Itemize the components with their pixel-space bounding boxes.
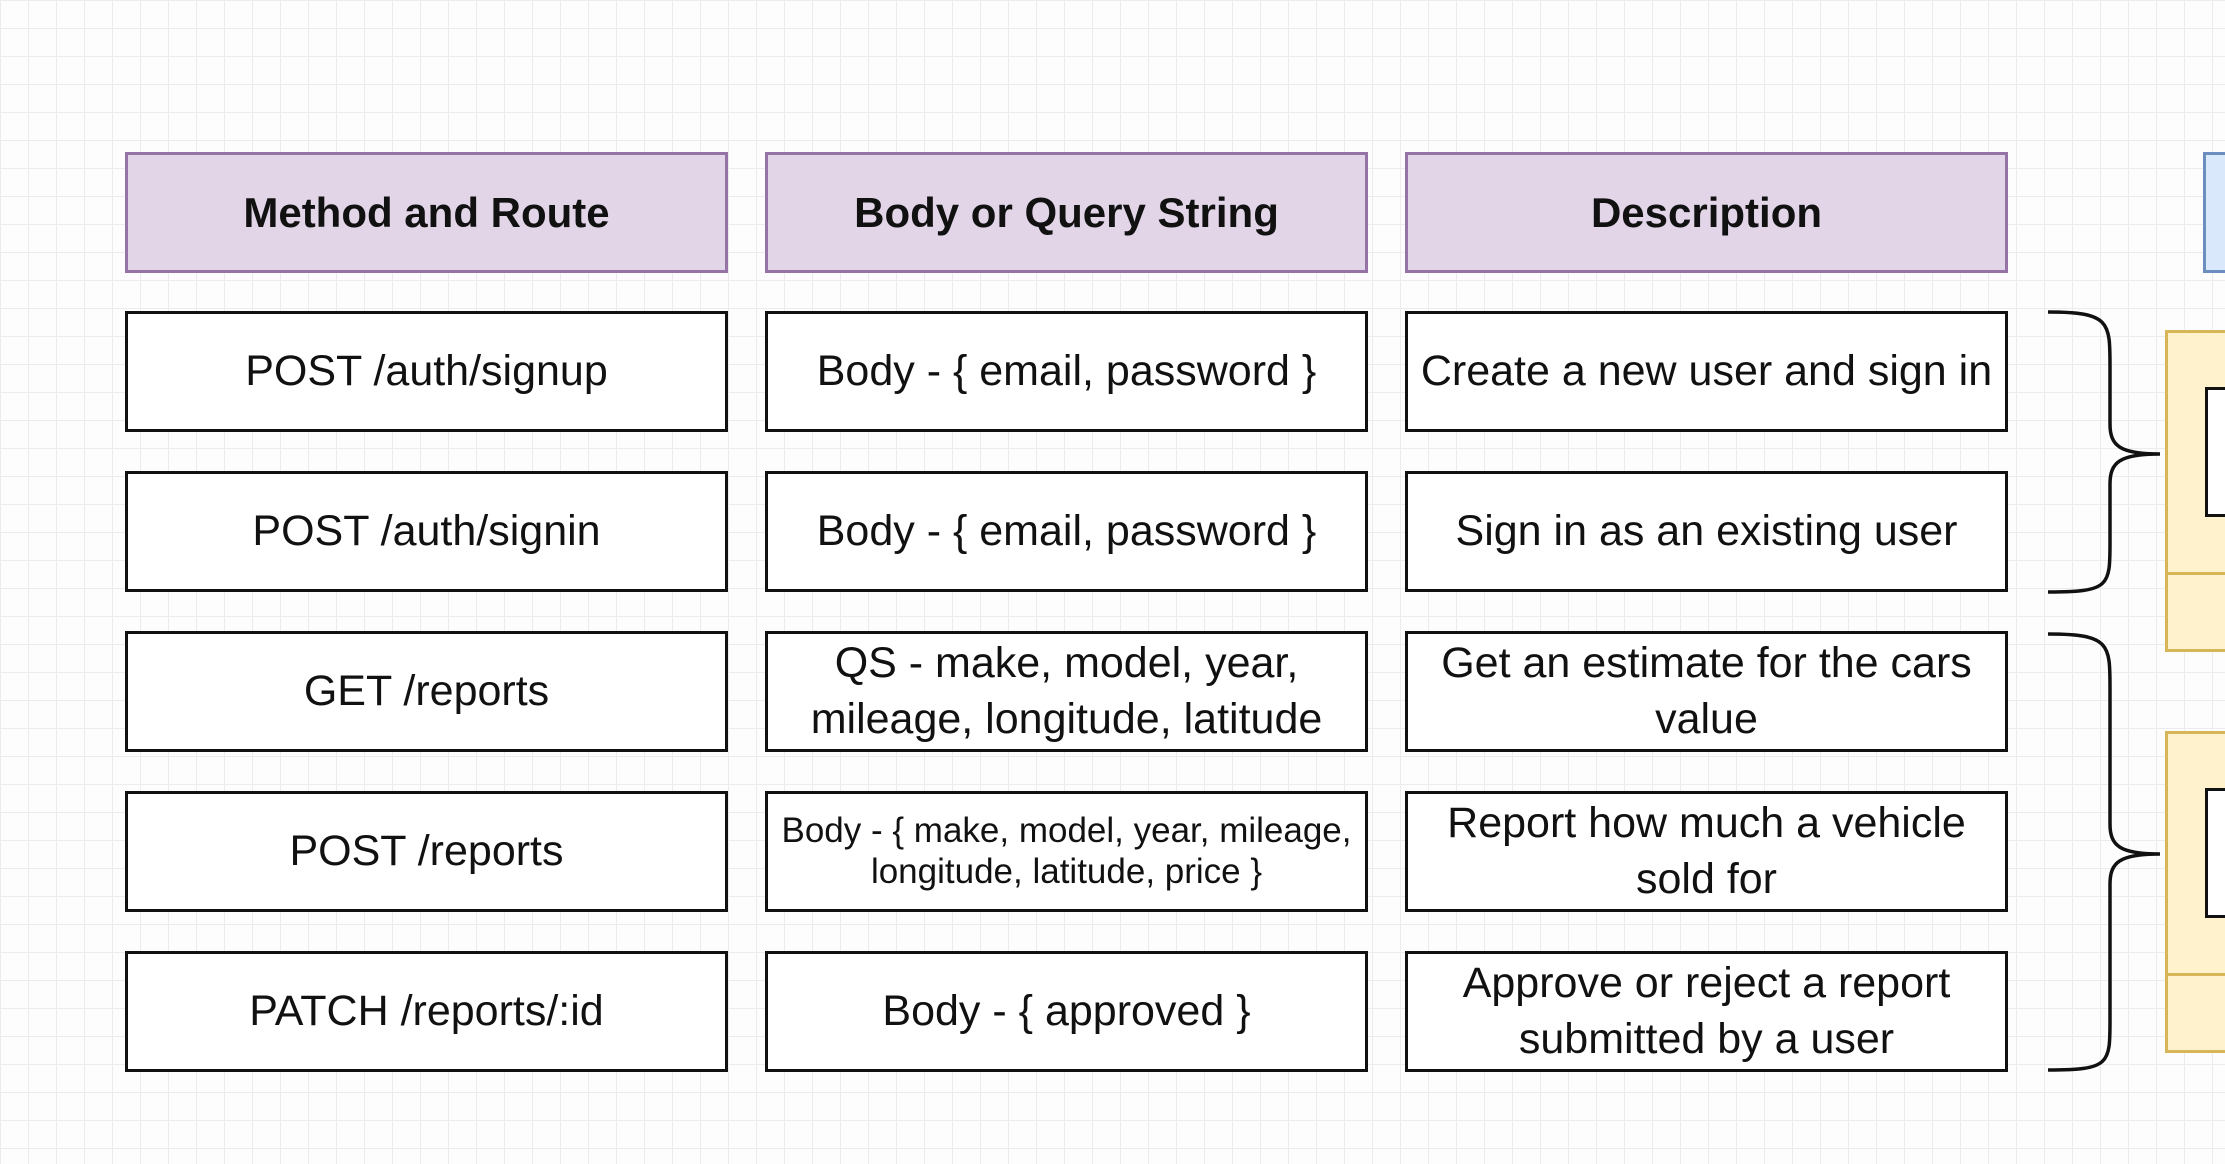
description-cell: Create a new user and sign in [1405, 311, 2008, 432]
side-panel-box [2205, 387, 2225, 517]
body-cell: Body - { approved } [765, 951, 1368, 1072]
body-cell: Body - { email, password } [765, 311, 1368, 432]
description-cell: Get an estimate for the cars value [1405, 631, 2008, 752]
body-cell: Body - { email, password } [765, 471, 1368, 592]
query-string-cell: QS - make, model, year, mileage, longitu… [765, 631, 1368, 752]
auth-group-brace [2047, 310, 2161, 594]
route-cell: GET /reports [125, 631, 728, 752]
route-cell: POST /auth/signup [125, 311, 728, 432]
side-panel-divider [2168, 973, 2225, 976]
description-cell: Sign in as an existing user [1405, 471, 2008, 592]
header-body-or-query-string: Body or Query String [765, 152, 1368, 273]
header-description: Description [1405, 152, 2008, 273]
route-cell: PATCH /reports/:id [125, 951, 728, 1072]
description-cell: Report how much a vehicle sold for [1405, 791, 2008, 912]
route-cell: POST /auth/signin [125, 471, 728, 592]
reports-controller-panel [2165, 731, 2225, 1053]
body-cell: Body - { make, model, year, mileage, lon… [765, 791, 1368, 912]
auth-controller-panel [2165, 330, 2225, 652]
reports-group-brace [2047, 632, 2161, 1072]
description-cell: Approve or reject a report submitted by … [1405, 951, 2008, 1072]
route-cell: POST /reports [125, 791, 728, 912]
side-panel-header [2203, 152, 2225, 273]
side-panel-divider [2168, 572, 2225, 575]
header-method-and-route: Method and Route [125, 152, 728, 273]
side-panel-box [2205, 788, 2225, 918]
